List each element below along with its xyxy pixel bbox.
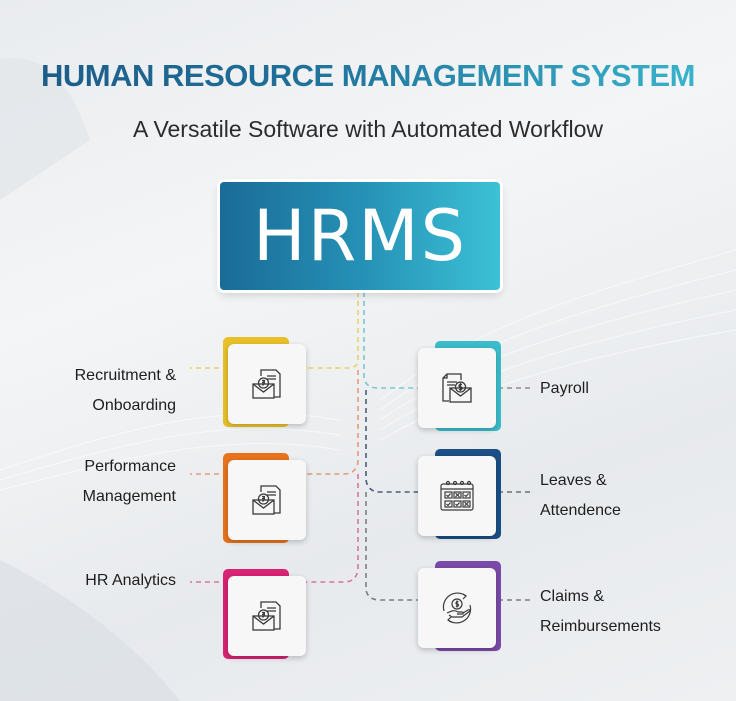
salary-envelope-rupee-icon xyxy=(252,485,281,515)
module-card-claims[interactable] xyxy=(418,561,501,651)
module-label-payroll: Payroll xyxy=(540,380,589,397)
salary-envelope-rupee-icon xyxy=(252,369,281,399)
module-label-hr-analytics: HR Analytics xyxy=(85,572,176,589)
module-card-hr-analytics[interactable] xyxy=(223,569,306,659)
module-label-recruitment: Recruitment & Onboarding xyxy=(74,367,176,414)
module-card-performance[interactable] xyxy=(223,453,306,543)
salary-envelope-dollar-icon xyxy=(442,373,472,403)
module-label-leaves: Leaves & Attendence xyxy=(540,472,621,519)
module-label-claims: Claims & Reimbursements xyxy=(540,588,661,635)
hrms-center-box: HRMS xyxy=(220,182,500,290)
page-title: HUMAN RESOURCE MANAGEMENT SYSTEM xyxy=(0,58,736,94)
hrms-label: HRMS xyxy=(252,195,468,277)
module-card-payroll[interactable] xyxy=(418,341,501,431)
hand-coin-cycle-icon xyxy=(442,592,472,624)
calendar-attendance-icon xyxy=(440,480,474,511)
salary-envelope-rupee-icon xyxy=(252,601,281,631)
module-card-leaves[interactable] xyxy=(418,449,501,539)
module-card-recruitment[interactable] xyxy=(223,337,306,427)
page-subtitle: A Versatile Software with Automated Work… xyxy=(132,116,604,142)
module-label-performance: Performance Management xyxy=(82,458,176,505)
